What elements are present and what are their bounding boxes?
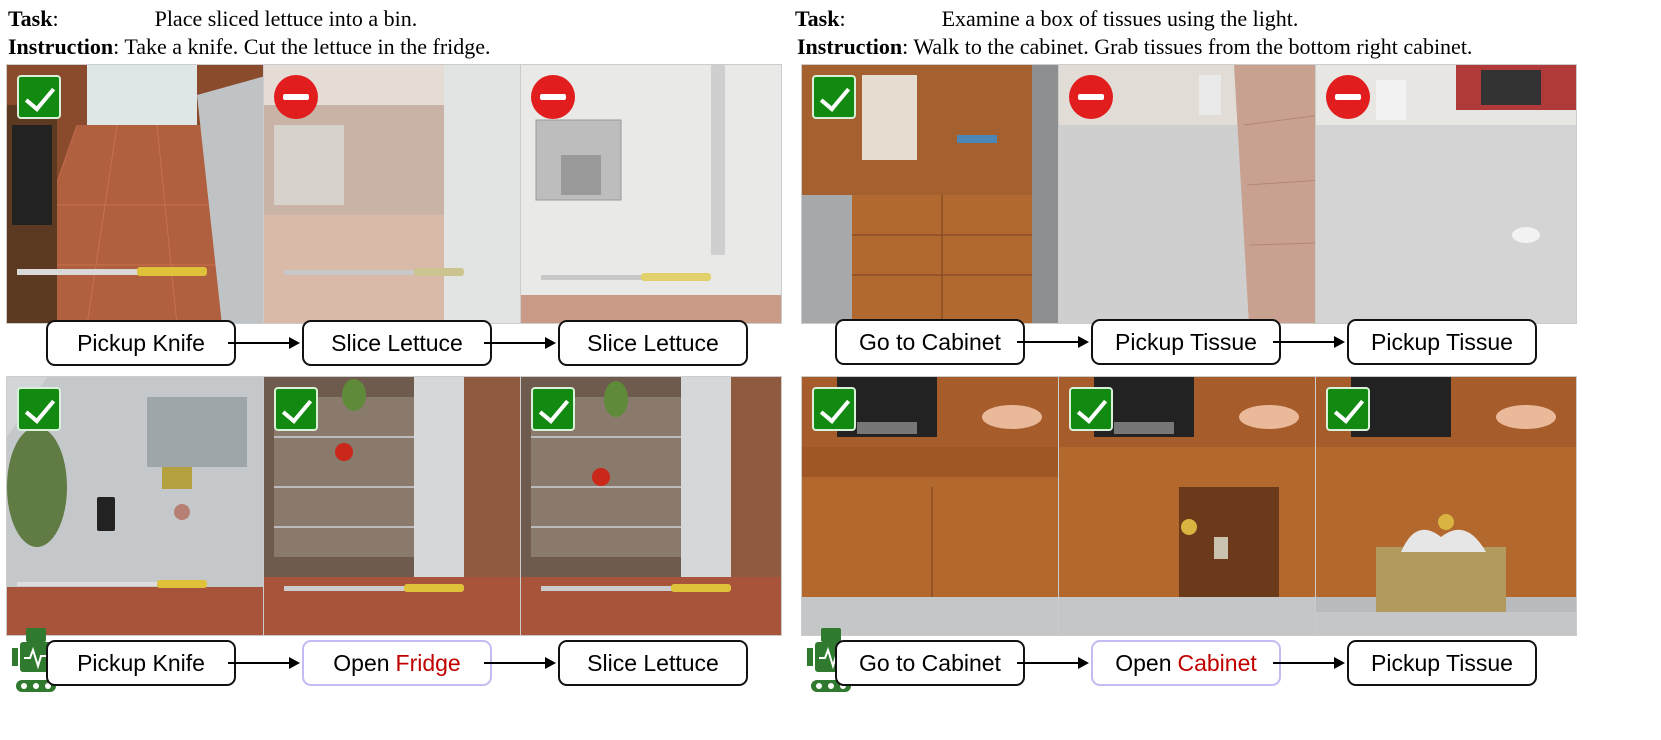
instruction-label: Instruction [8, 34, 114, 59]
step-box: Slice Lettuce [558, 320, 748, 366]
success-checkmark-icon [1069, 387, 1113, 431]
step-highlight: Cabinet [1177, 649, 1257, 676]
arrow-icon [1017, 657, 1089, 669]
frame-fridge-slice [520, 376, 782, 636]
frame-tissue-box [1315, 376, 1577, 636]
step-box: Go to Cabinet [835, 319, 1025, 365]
step-box: Pickup Tissue [1347, 640, 1537, 686]
step-label: Pickup Tissue [1371, 328, 1513, 355]
failure-minus-circle-icon [274, 75, 318, 119]
success-checkmark-icon [531, 387, 575, 431]
frame-kitchen-floor [6, 64, 268, 324]
instruction-text: Walk to the cabinet. Grab tissues from t… [913, 34, 1473, 59]
task-text: Examine a box of tissues using the light… [941, 6, 1299, 31]
frame-cabinet-closed [801, 376, 1063, 636]
success-checkmark-icon [812, 387, 856, 431]
right-example-panel: Task:Examine a box of tissues using the … [795, 0, 1661, 740]
arrow-icon [484, 337, 556, 349]
step-box: Slice Lettuce [302, 320, 492, 366]
step-label: Slice Lettuce [331, 329, 463, 356]
step-box: Slice Lettuce [558, 640, 748, 686]
frame-fridge-open [263, 376, 525, 636]
step-label: Open [333, 649, 390, 676]
failure-minus-circle-icon [1069, 75, 1113, 119]
step-label: Go to Cabinet [859, 649, 1001, 676]
success-checkmark-icon [17, 75, 61, 119]
instruction-label: Instruction [797, 34, 903, 59]
task-line: Task:Examine a box of tissues using the … [795, 6, 1299, 31]
task-text: Place sliced lettuce into a bin. [154, 6, 418, 31]
frame-counter-top [6, 376, 268, 636]
arrow-icon [1017, 336, 1089, 348]
arrow-icon [228, 337, 300, 349]
task-line: Task:Place sliced lettuce into a bin. [8, 6, 418, 31]
task-label: Task [795, 6, 840, 31]
step-box: Pickup Knife [46, 640, 236, 686]
step-label: Open [1115, 649, 1172, 676]
arrow-icon [1273, 336, 1345, 348]
frame-cabinet-top [801, 64, 1063, 324]
frame-floor-wall [1058, 64, 1320, 324]
arrow-icon [484, 657, 556, 669]
robot-icon [12, 628, 60, 692]
success-checkmark-icon [1326, 387, 1370, 431]
instruction-line: Instruction: Take a knife. Cut the lettu… [8, 34, 491, 59]
success-checkmark-icon [812, 75, 856, 119]
step-label: Pickup Tissue [1371, 649, 1513, 676]
frame-stove-faded [263, 64, 525, 324]
frame-cabinet-open [1058, 376, 1320, 636]
step-label: Slice Lettuce [587, 329, 719, 356]
step-highlight: Fridge [395, 649, 461, 676]
step-box: Pickup Tissue [1347, 319, 1537, 365]
left-example-panel: Task:Place sliced lettuce into a bin. In… [0, 0, 820, 740]
instruction-text: Take a knife. Cut the lettuce in the fri… [124, 34, 491, 59]
frame-floor-room [1315, 64, 1577, 324]
step-box: Pickup Tissue [1091, 319, 1281, 365]
failure-minus-circle-icon [531, 75, 575, 119]
frame-fridge-door [520, 64, 782, 324]
step-label: Pickup Knife [77, 649, 205, 676]
step-label: Pickup Knife [77, 329, 205, 356]
step-label: Go to Cabinet [859, 328, 1001, 355]
task-label: Task [8, 6, 53, 31]
failure-minus-circle-icon [1326, 75, 1370, 119]
success-checkmark-icon [17, 387, 61, 431]
arrow-icon [1273, 657, 1345, 669]
step-box: Pickup Knife [46, 320, 236, 366]
arrow-icon [228, 657, 300, 669]
step-label: Slice Lettuce [587, 649, 719, 676]
instruction-line: Instruction: Walk to the cabinet. Grab t… [797, 34, 1473, 59]
step-box: Go to Cabinet [835, 640, 1025, 686]
step-label: Pickup Tissue [1115, 328, 1257, 355]
success-checkmark-icon [274, 387, 318, 431]
